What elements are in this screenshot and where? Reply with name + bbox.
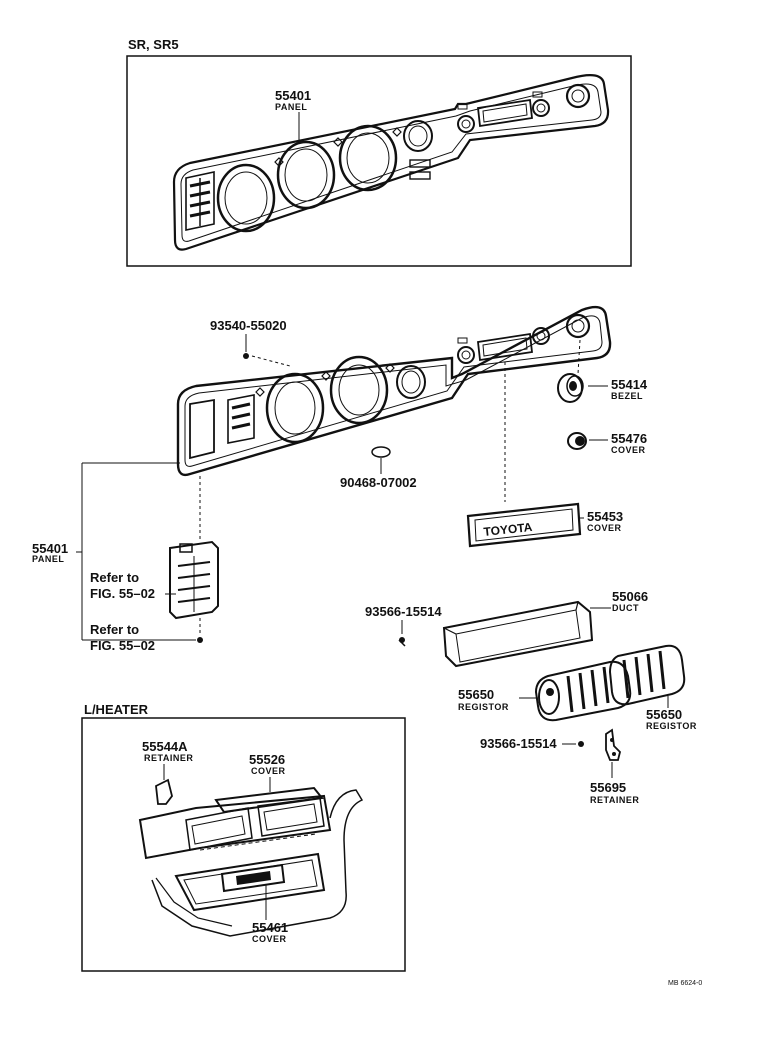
top-panel-drawing bbox=[172, 73, 610, 251]
cover-55453-number: 55453 bbox=[587, 509, 623, 524]
heater-section-frame bbox=[81, 717, 406, 972]
switch-block-part bbox=[169, 540, 219, 620]
cover-55476-name: COVER bbox=[611, 445, 646, 455]
cover-55461-name: COVER bbox=[252, 934, 287, 944]
top-panel-number: 55401 bbox=[275, 88, 311, 103]
registor-left-number: 55650 bbox=[458, 687, 494, 702]
screw-mid-label: 93566-15514 bbox=[365, 604, 442, 619]
refer-to-1: Refer to bbox=[90, 570, 139, 585]
duct-part bbox=[442, 600, 594, 668]
duct-number: 55066 bbox=[612, 589, 648, 604]
sr-section-frame bbox=[126, 55, 632, 267]
toyota-cover-part: TOYOTA bbox=[466, 502, 582, 548]
section-title-heater: L/HEATER bbox=[84, 702, 149, 717]
registor-right-part bbox=[608, 644, 686, 706]
diagram-code: MB 6624‑0 bbox=[668, 980, 702, 987]
fig-ref-1: FIG. 55–02 bbox=[90, 586, 155, 601]
cover-55526-name: COVER bbox=[251, 766, 286, 776]
cover-55526-number: 55526 bbox=[249, 752, 285, 767]
duct-name: DUCT bbox=[612, 603, 639, 613]
retainer-55695-number: 55695 bbox=[590, 780, 626, 795]
main-panel-drawing bbox=[176, 305, 612, 477]
bezel-name: BEZEL bbox=[611, 391, 643, 401]
screw-upper-part bbox=[243, 353, 249, 359]
heater-retainer-name: RETAINER bbox=[144, 753, 193, 763]
screw-upper-label: 93540-55020 bbox=[210, 318, 287, 333]
fig-ref-2: FIG. 55–02 bbox=[90, 638, 155, 653]
screw-low-label: 93566-15514 bbox=[480, 736, 557, 751]
bezel-part bbox=[557, 373, 584, 403]
refer-to-2: Refer to bbox=[90, 622, 139, 637]
cover-55476-part bbox=[567, 432, 587, 450]
clip-label: 90468-07002 bbox=[340, 475, 417, 490]
registor-left-part bbox=[534, 660, 632, 722]
registor-left-name: REGISTOR bbox=[458, 702, 509, 712]
section-title-sr: SR, SR5 bbox=[128, 37, 179, 52]
main-panel-number: 55401 bbox=[32, 541, 68, 556]
heater-retainer-part bbox=[155, 778, 173, 805]
main-panel-name: PANEL bbox=[32, 554, 64, 564]
clip-part bbox=[371, 446, 391, 458]
registor-right-name: REGISTOR bbox=[646, 721, 697, 731]
heater-unit-drawing bbox=[138, 786, 364, 937]
screw-low-part bbox=[578, 741, 584, 747]
top-panel-name: PANEL bbox=[275, 102, 307, 112]
retainer-55695-part bbox=[605, 728, 621, 761]
retainer-55695-name: RETAINER bbox=[590, 795, 639, 805]
bezel-number: 55414 bbox=[611, 377, 648, 392]
cover-55476-number: 55476 bbox=[611, 431, 647, 446]
cover-55461-number: 55461 bbox=[252, 920, 288, 935]
heater-retainer-number: 55544A bbox=[142, 739, 188, 754]
toyota-badge-text: TOYOTA bbox=[483, 520, 533, 539]
cover-55453-name: COVER bbox=[587, 523, 622, 533]
registor-right-number: 55650 bbox=[646, 707, 682, 722]
